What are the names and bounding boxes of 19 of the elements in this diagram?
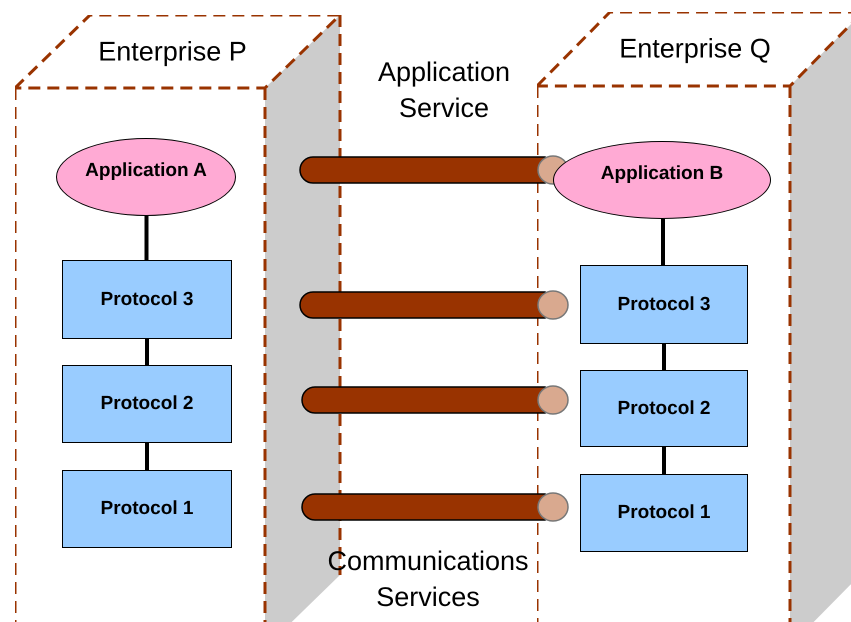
service-label: Communications Services xyxy=(326,545,530,614)
connector-line xyxy=(661,219,665,265)
connector-line xyxy=(145,443,149,470)
protocol-box: Protocol 3 xyxy=(62,260,232,339)
enterprise-heading: Enterprise Q xyxy=(619,34,771,64)
protocol-box: Protocol 2 xyxy=(62,365,232,443)
enterprise-cube xyxy=(537,12,851,622)
application-ellipse: Application A xyxy=(56,138,236,216)
protocol-box: Protocol 1 xyxy=(62,470,232,548)
connector-line xyxy=(662,344,666,370)
connector-line xyxy=(144,216,148,260)
service-label: Application Service xyxy=(376,56,512,125)
protocol-box: Protocol 3 xyxy=(580,265,748,344)
enterprise-heading: Enterprise P xyxy=(98,36,247,67)
connector-line xyxy=(662,447,666,474)
application-ellipse: Application B xyxy=(553,141,771,219)
connector-line xyxy=(145,339,149,365)
protocol-box: Protocol 1 xyxy=(580,474,748,552)
protocol-box: Protocol 2 xyxy=(580,370,748,447)
